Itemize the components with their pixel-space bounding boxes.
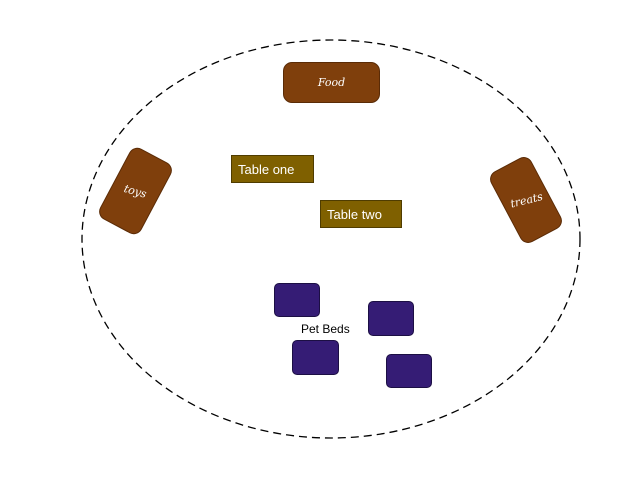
treats-label: treats <box>508 189 544 211</box>
pet-bed <box>368 301 414 336</box>
toys-label: toys <box>122 181 149 201</box>
food-label: Food <box>317 76 346 89</box>
table-one: Table one <box>231 155 314 183</box>
pet-bed <box>292 340 339 375</box>
pet-bed <box>386 354 432 388</box>
table-two-label: Table two <box>327 206 382 222</box>
table-one-label: Table one <box>238 161 295 177</box>
table-two: Table two <box>320 200 402 228</box>
pet-beds-label: Pet Beds <box>301 322 350 336</box>
pet-bed <box>274 283 320 317</box>
food-station: Food <box>283 62 380 103</box>
